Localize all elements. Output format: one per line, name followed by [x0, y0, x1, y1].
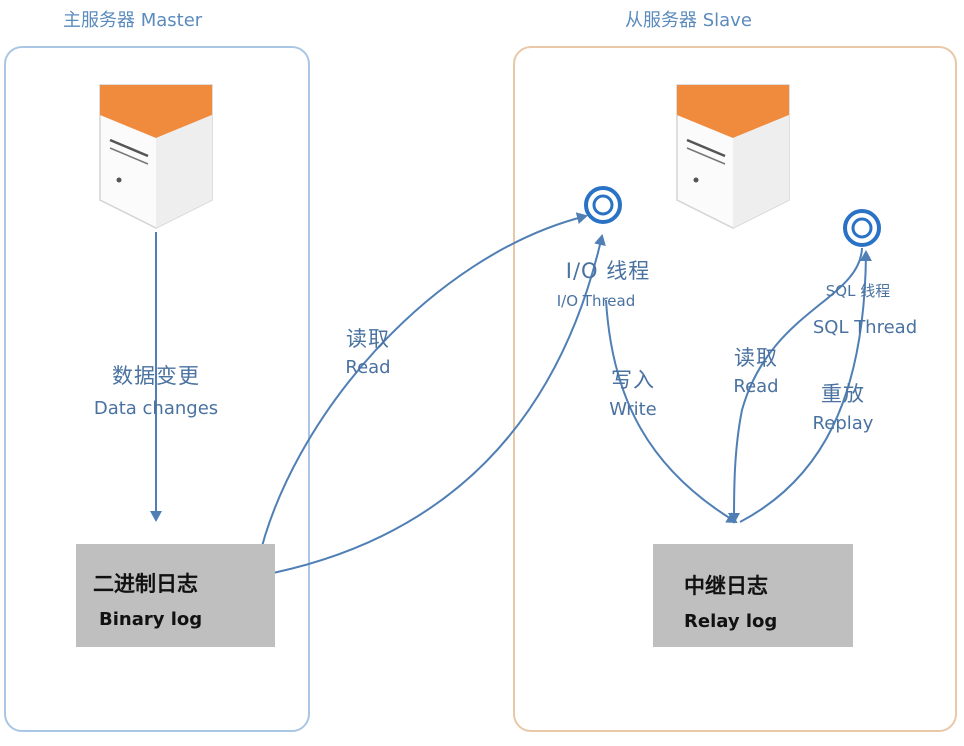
- io-thread-zh-label: I/O 线程: [565, 259, 651, 283]
- sql-thread-icon: [843, 209, 881, 247]
- slave-panel-title: 从服务器 Slave: [625, 10, 752, 31]
- master-server-icon: [99, 84, 213, 229]
- replay-en-label: Replay: [812, 413, 874, 434]
- binary-log-zh-label: 二进制日志: [93, 572, 198, 596]
- io-thread-en-label: I/O Thread: [556, 292, 636, 310]
- binlog-read-en-label: Read: [345, 357, 391, 378]
- io-thread-icon: [584, 186, 622, 224]
- slave-server-icon: [676, 84, 790, 229]
- binlog-read-arrow: [257, 212, 588, 563]
- replay-zh-label: 重放: [821, 382, 865, 406]
- binlog-read-zh-label: 读取: [346, 327, 390, 351]
- binary-log-en-label: Binary log: [99, 609, 203, 630]
- binlog-read-return-arrow: [257, 234, 606, 577]
- sql-thread-zh-label: SQL 线程: [825, 282, 891, 300]
- relay-log-en-label: Relay log: [684, 611, 778, 632]
- write-zh-label: 写入: [611, 368, 655, 392]
- data-changes-zh-label: 数据变更: [112, 364, 200, 388]
- replay-arrow: [739, 250, 872, 523]
- sql-thread-en-label: SQL Thread: [812, 317, 918, 338]
- data-changes-en-label: Data changes: [93, 398, 219, 419]
- master-panel-title: 主服务器 Master: [63, 10, 203, 31]
- relay-log-zh-label: 中继日志: [684, 574, 768, 598]
- write-relay-arrow: [605, 299, 738, 524]
- binary-log-box: [76, 544, 275, 647]
- relay-read-zh-label: 读取: [734, 346, 778, 370]
- relay-log-box: [653, 544, 853, 647]
- relay-read-en-label: Read: [733, 376, 779, 397]
- write-en-label: Write: [609, 399, 657, 420]
- relay-read-arrow: [728, 247, 863, 524]
